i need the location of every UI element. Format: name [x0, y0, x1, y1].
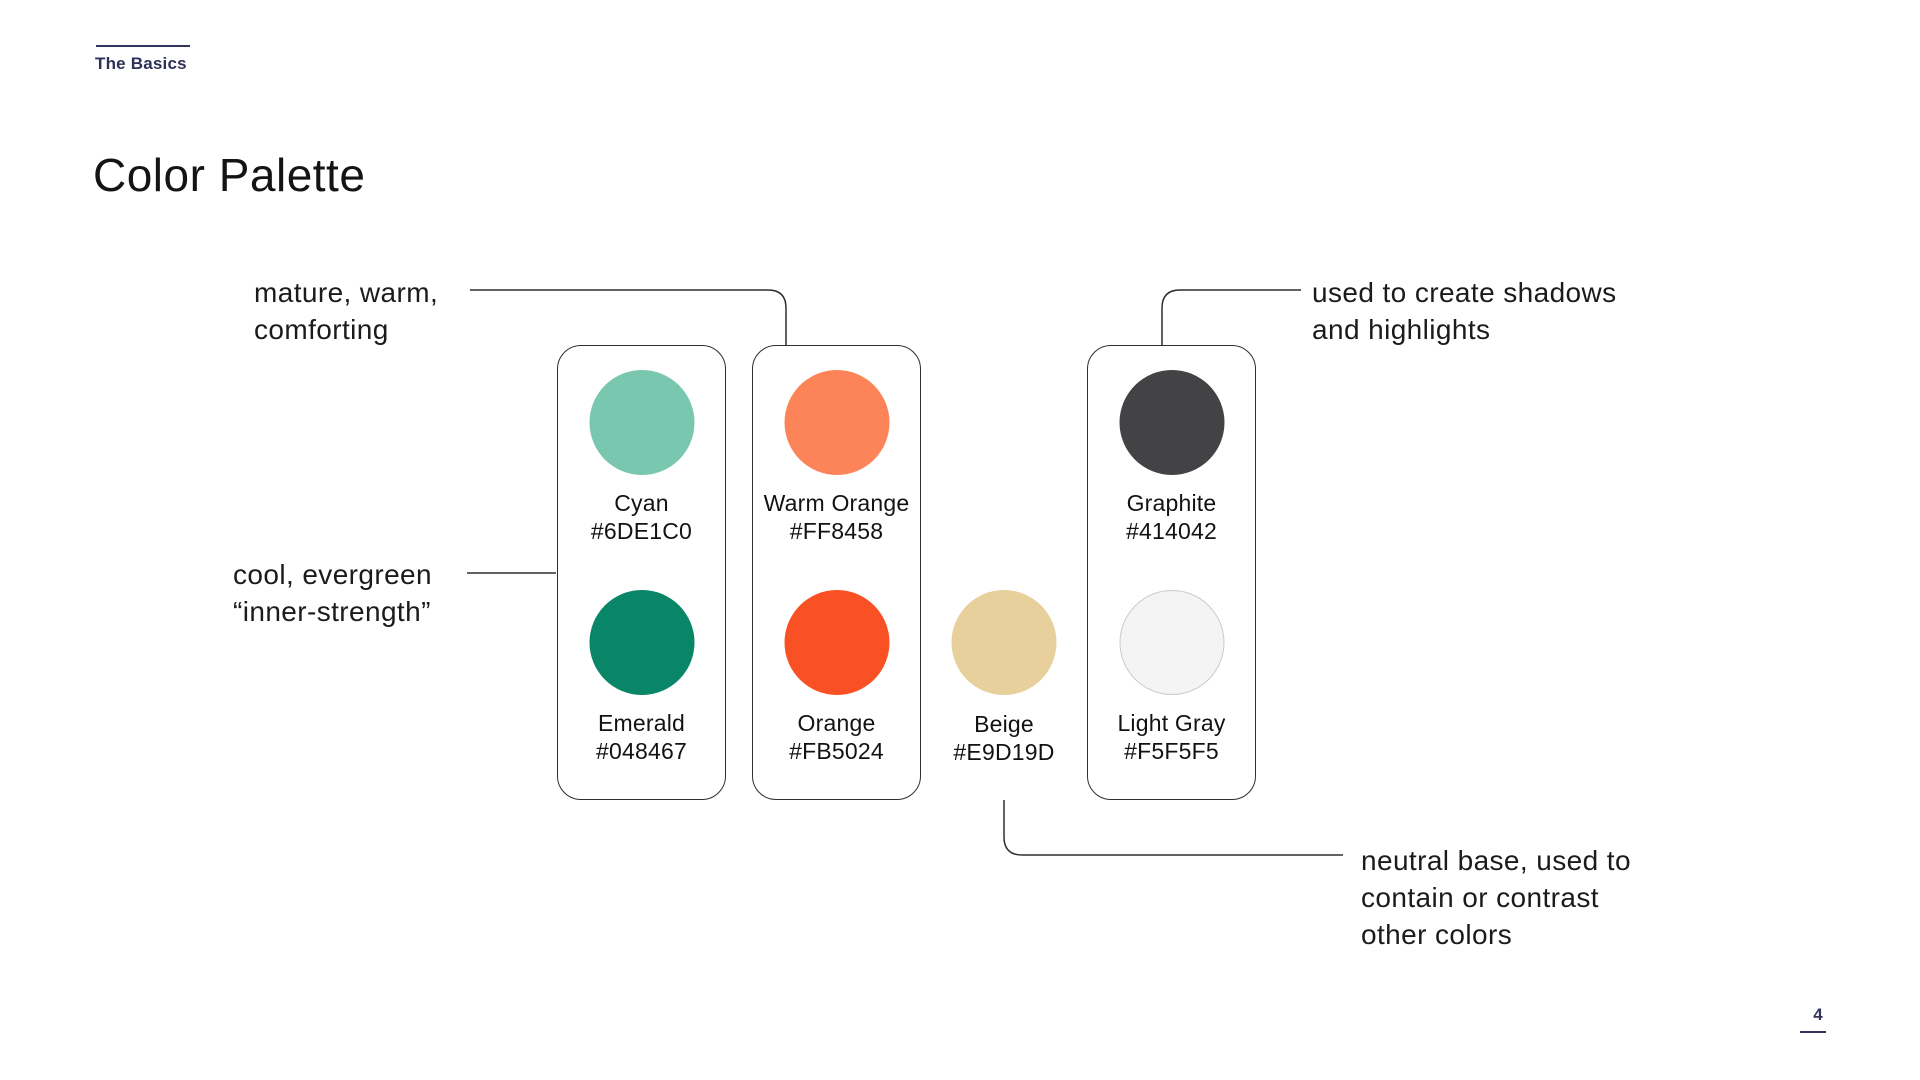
connector-neutral-annotation [1003, 800, 1343, 856]
color-dot-graphite [1119, 370, 1224, 475]
swatch-name-orange: Orange [797, 710, 876, 736]
palette-card-green: Cyan #6DE1C0 Emerald #048467 [557, 345, 726, 800]
annotation-shadows: used to create shadows and highlights [1312, 274, 1617, 348]
annotation-neutral-line1: neutral base, used to [1361, 845, 1631, 876]
swatch-hex-light-gray: #F5F5F5 [1124, 738, 1219, 764]
swatch-name-graphite: Graphite [1126, 490, 1217, 516]
palette-card-gray: Graphite #414042 Light Gray #F5F5F5 [1087, 345, 1256, 800]
connector-warm-annotation [470, 289, 787, 345]
connector-shadows-annotation [1161, 289, 1301, 345]
annotation-neutral-line3: other colors [1361, 919, 1513, 950]
annotation-cool-line1: cool, evergreen [233, 559, 433, 590]
swatch-name-beige: Beige [974, 711, 1034, 737]
swatch-name-cyan: Cyan [614, 490, 669, 516]
swatch-hex-warm-orange: #FF8458 [789, 518, 884, 544]
annotation-cool: cool, evergreen “inner-strength” [233, 556, 432, 630]
swatch-hex-graphite: #414042 [1126, 518, 1217, 544]
color-dot-cyan [589, 370, 694, 475]
swatch-name-emerald: Emerald [597, 710, 686, 736]
annotation-cool-line2: “inner-strength” [233, 596, 431, 627]
swatch-hex-cyan: #6DE1C0 [590, 518, 693, 544]
swatch-hex-emerald: #048467 [596, 738, 687, 764]
section-label: The Basics [95, 54, 187, 73]
page-title: Color Palette [93, 149, 366, 201]
swatch-name-light-gray: Light Gray [1117, 710, 1226, 736]
section-label-rule [96, 45, 190, 47]
page-number: 4 [1813, 1005, 1823, 1024]
annotation-warm-line2: comforting [254, 314, 389, 345]
palette-group-beige: Beige #E9D19D [924, 590, 1084, 800]
annotation-shadows-line2: and highlights [1312, 314, 1491, 345]
color-dot-warm-orange [784, 370, 889, 475]
swatch-hex-beige: #E9D19D [953, 739, 1055, 765]
swatch-name-warm-orange: Warm Orange [763, 490, 910, 516]
swatch-hex-orange: #FB5024 [789, 738, 884, 764]
palette-card-orange: Warm Orange #FF8458 Orange #FB5024 [752, 345, 921, 800]
color-dot-light-gray [1119, 590, 1224, 695]
annotation-warm: mature, warm, comforting [254, 274, 438, 348]
color-dot-emerald [589, 590, 694, 695]
annotation-neutral-line2: contain or contrast [1361, 882, 1599, 913]
color-dot-orange [784, 590, 889, 695]
annotation-neutral: neutral base, used to contain or contras… [1361, 842, 1631, 953]
color-dot-beige [951, 590, 1057, 695]
annotation-shadows-line1: used to create shadows [1312, 277, 1617, 308]
annotation-warm-line1: mature, warm, [254, 277, 439, 308]
page-number-rule [1800, 1031, 1826, 1033]
